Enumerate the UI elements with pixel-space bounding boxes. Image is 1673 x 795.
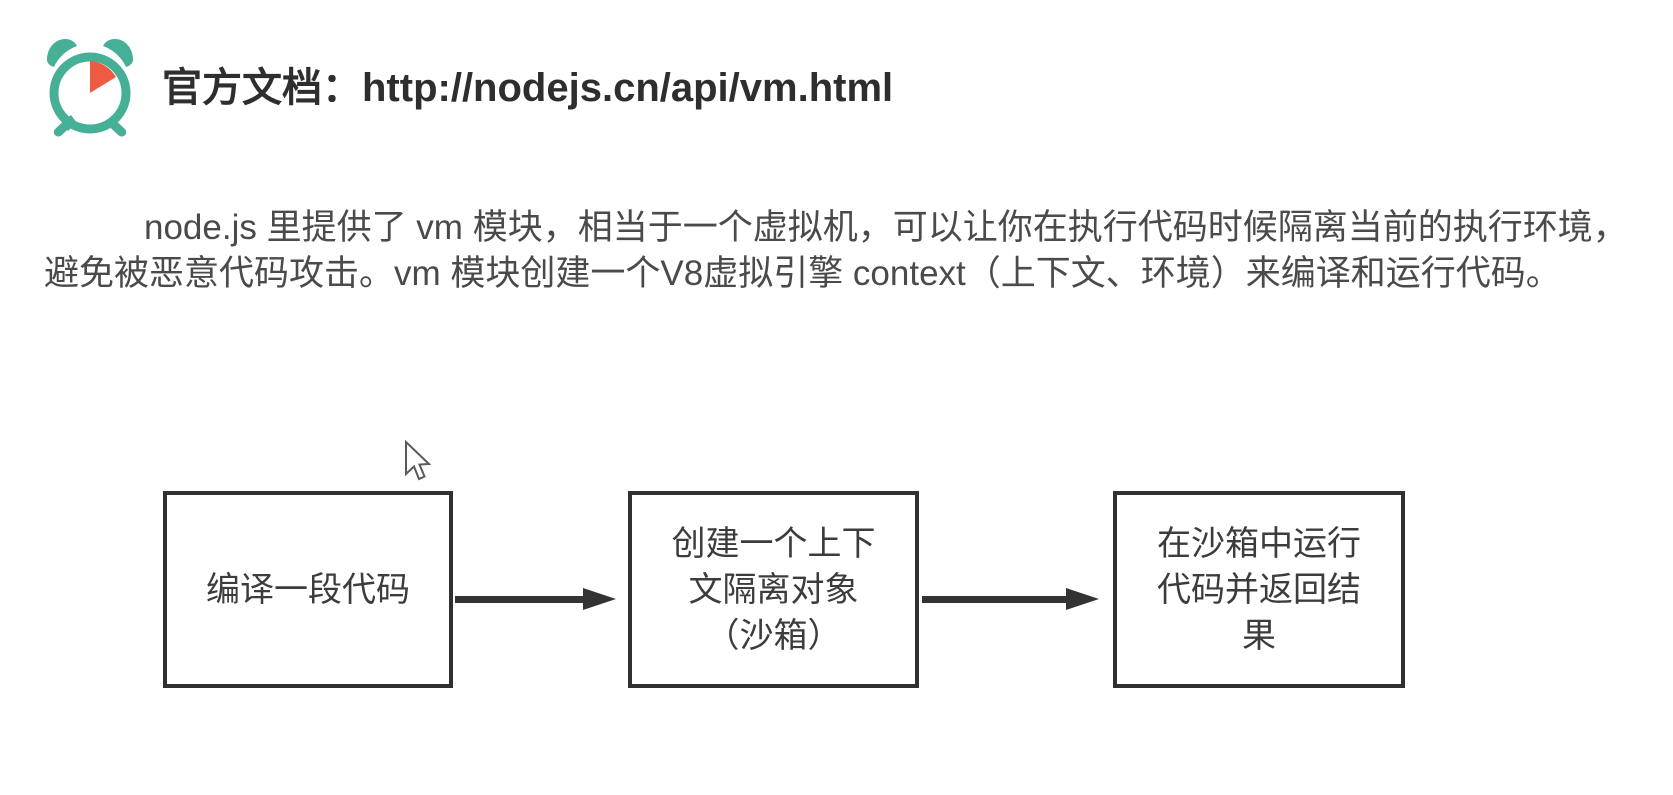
mouse-pointer-cursor (405, 440, 432, 481)
alarm-clock-icon (47, 39, 133, 137)
arrow-shaft (922, 596, 1068, 603)
flow-node-label: 创建一个上下 文隔离对象 （沙箱） (671, 524, 876, 655)
arrow-shaft (455, 596, 585, 603)
flow-arrow-2-icon (922, 588, 1114, 610)
flow-node-label: 在沙箱中运行 代码并返回结 果 (1157, 524, 1361, 655)
arrow-head (583, 588, 616, 610)
flow-node-compile-code: 编译一段代码 (163, 491, 453, 688)
header-row: 官方文档：http://nodejs.cn/api/vm.html (38, 36, 893, 140)
intro-paragraph: node.js 里提供了 vm 模块，相当于一个虚拟机，可以让你在执行代码时候隔… (44, 208, 1628, 293)
flow-node-run-in-sandbox: 在沙箱中运行 代码并返回结 果 (1113, 491, 1405, 688)
flow-node-create-sandbox: 创建一个上下 文隔离对象 （沙箱） (628, 491, 919, 688)
arrow-head (1066, 588, 1099, 610)
page-title: 官方文档：http://nodejs.cn/api/vm.html (162, 66, 894, 110)
flow-arrow-1-icon (455, 588, 631, 610)
flow-node-label: 编译一段代码 (206, 570, 410, 609)
